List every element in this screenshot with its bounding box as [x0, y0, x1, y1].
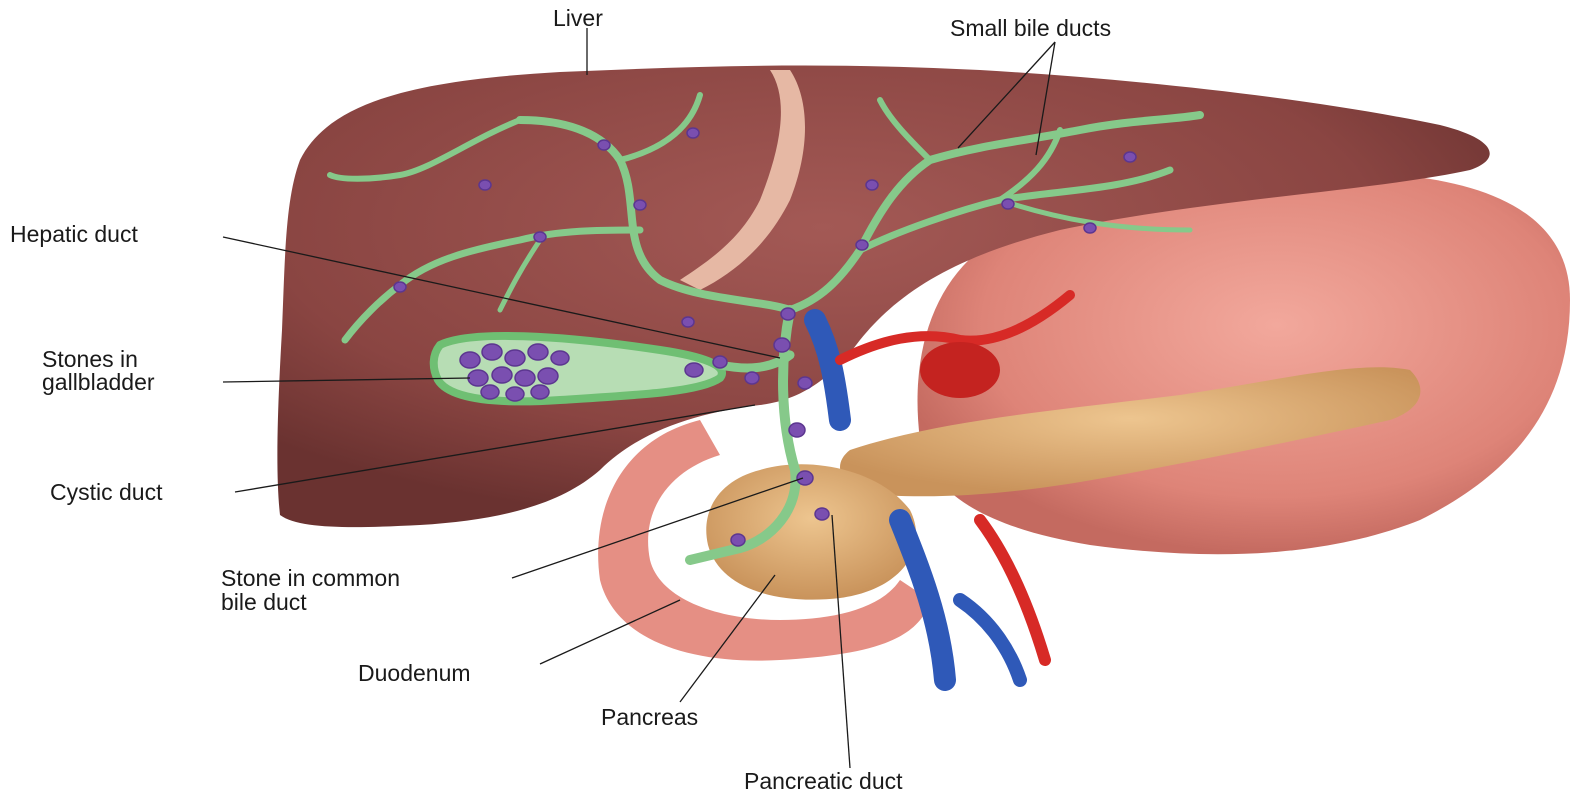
label-stone-in-common-line1: Stone in common: [221, 566, 400, 590]
label-pancreas: Pancreas: [601, 705, 698, 729]
label-duodenum: Duodenum: [358, 661, 471, 685]
label-small-bile-ducts: Small bile ducts: [950, 16, 1111, 40]
label-liver: Liver: [553, 6, 603, 30]
label-cystic-duct: Cystic duct: [50, 480, 162, 504]
label-stones-in-gallbladder-line2: gallbladder: [42, 370, 155, 394]
label-stone-in-common-line2: bile duct: [221, 590, 307, 614]
label-hepatic-duct: Hepatic duct: [10, 222, 138, 246]
label-stones-in-gallbladder-line1: Stones in: [42, 347, 138, 371]
label-pancreatic-duct: Pancreatic duct: [744, 769, 903, 793]
